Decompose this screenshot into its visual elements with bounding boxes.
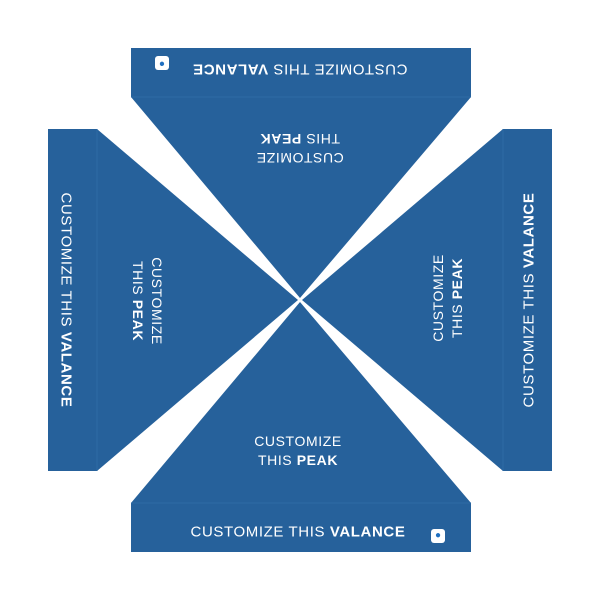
bottom-valance-emphasis: VALANCE [329, 523, 406, 541]
bottom-valance-prefix: CUSTOMIZE THIS [190, 523, 330, 541]
top-peak-line2: THIS PEAK [256, 129, 344, 148]
bottom-peak-line2-prefix: THIS [257, 452, 297, 468]
left-peak-label: CUSTOMIZE THIS PEAK [128, 257, 166, 345]
brand-logo-icon: ● [155, 56, 169, 70]
right-peak-panel [302, 129, 552, 471]
right-peak-line2-prefix: THIS [449, 299, 465, 339]
left-peak-panel [48, 129, 298, 471]
top-valance-prefix: CUSTOMIZE THIS [268, 60, 408, 78]
bottom-peak-line1: CUSTOMIZE [254, 433, 342, 449]
left-peak-line2-prefix: THIS [130, 260, 146, 300]
left-peak-line2: THIS PEAK [128, 257, 147, 345]
top-peak-line2-prefix: THIS [301, 131, 341, 147]
right-valance-emphasis: VALANCE [520, 192, 538, 269]
right-peak-line2: THIS PEAK [448, 254, 467, 342]
right-peak-line1: CUSTOMIZE [430, 254, 446, 342]
top-valance-emphasis: VALANCE [192, 60, 269, 78]
top-peak-label: CUSTOMIZE THIS PEAK [256, 129, 344, 167]
left-valance-prefix: CUSTOMIZE THIS [57, 192, 75, 332]
bottom-peak-panel [131, 302, 471, 552]
bottom-peak-label: CUSTOMIZE THIS PEAK [254, 432, 342, 470]
left-valance-emphasis: VALANCE [57, 331, 75, 408]
bottom-peak-line2: THIS PEAK [254, 451, 342, 470]
left-peak-line1: CUSTOMIZE [149, 257, 165, 345]
right-peak-line2-emphasis: PEAK [449, 257, 465, 300]
top-valance-label: CUSTOMIZE THIS VALANCE [193, 61, 408, 78]
left-valance-label: CUSTOMIZE THIS VALANCE [58, 193, 75, 408]
brand-logo-icon: ● [431, 529, 445, 543]
left-peak-line2-emphasis: PEAK [130, 299, 146, 342]
top-peak-panel [131, 48, 471, 298]
right-peak-label: CUSTOMIZE THIS PEAK [429, 254, 467, 342]
top-peak-line2-emphasis: PEAK [259, 131, 302, 147]
top-peak-line1: CUSTOMIZE [256, 150, 344, 166]
bottom-peak-line2-emphasis: PEAK [296, 452, 339, 468]
right-valance-prefix: CUSTOMIZE THIS [520, 268, 538, 408]
bottom-valance-label: CUSTOMIZE THIS VALANCE [191, 524, 406, 541]
right-valance-label: CUSTOMIZE THIS VALANCE [521, 193, 538, 408]
